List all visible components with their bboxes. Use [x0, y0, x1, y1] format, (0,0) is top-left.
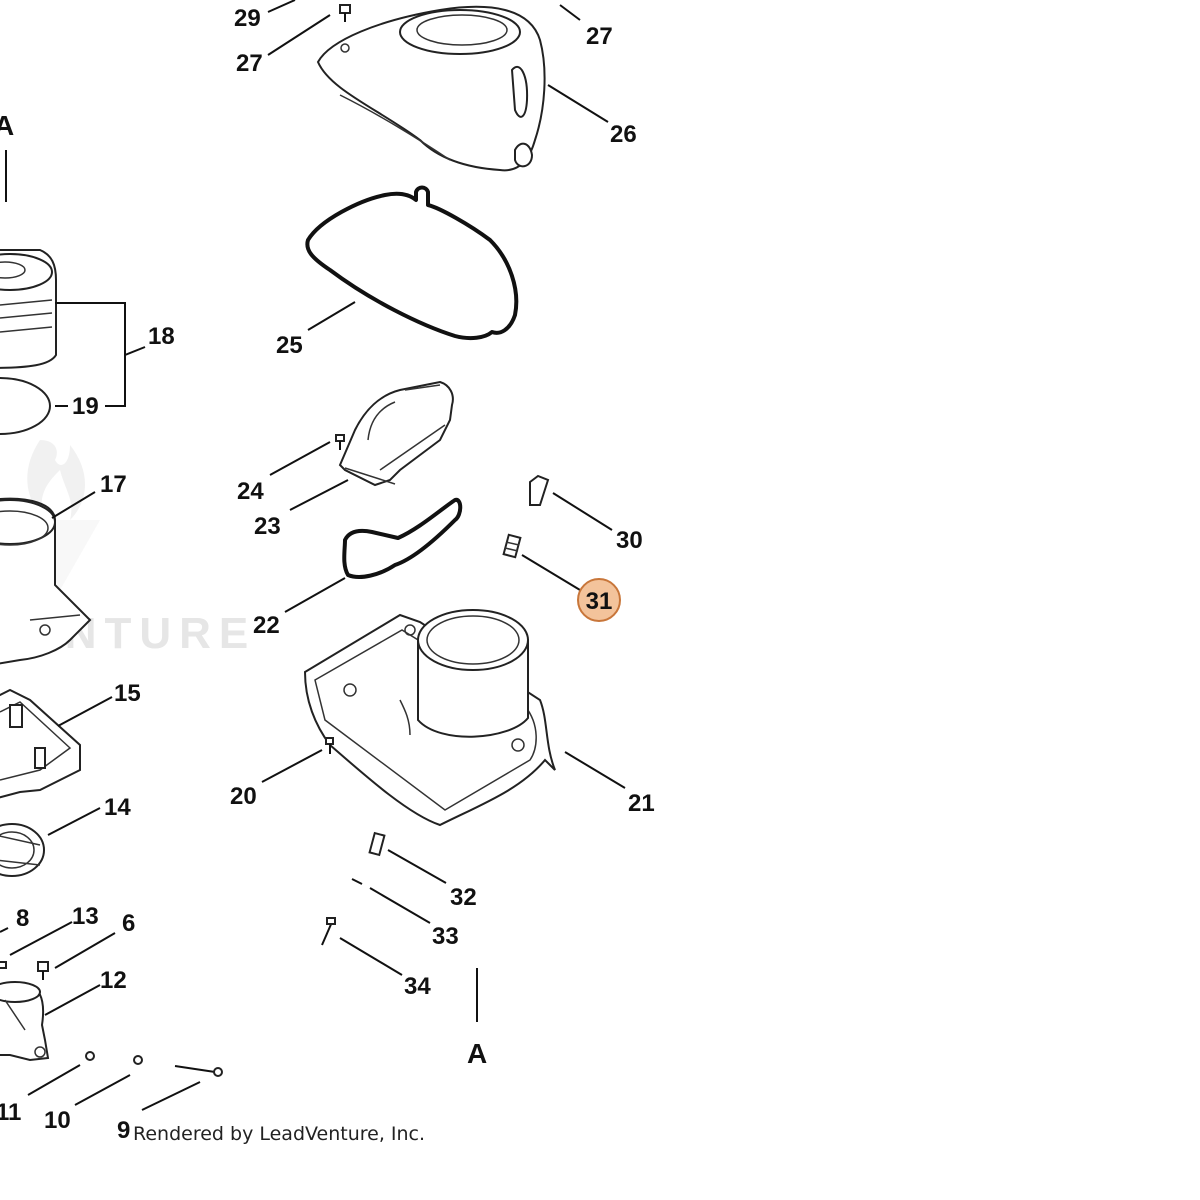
leader-8 [0, 927, 9, 933]
leader-18 [124, 346, 146, 356]
leader-33 [369, 887, 431, 924]
label-21: 21 [628, 790, 655, 817]
credit-text: Rendered by LeadVenture, Inc. [133, 1123, 425, 1145]
label-17: 17 [100, 471, 127, 498]
part-32-pin[interactable] [368, 831, 386, 857]
part-14-ring[interactable] [0, 823, 45, 877]
label-27b: 27 [586, 23, 613, 50]
label-33: 33 [432, 923, 459, 950]
label-31: 31 [586, 588, 613, 615]
part-6-screw[interactable] [37, 961, 49, 980]
part-31-spring[interactable] [502, 533, 522, 559]
label-9: 9 [117, 1117, 130, 1144]
section-marker-bottom: A [467, 1038, 487, 1069]
label-30: 30 [616, 527, 643, 554]
leader-11 [27, 1064, 81, 1096]
part-24-screw[interactable] [335, 434, 345, 450]
leader-27b [559, 4, 581, 21]
leader-21 [564, 751, 626, 789]
leader-25 [307, 301, 356, 331]
leader-34 [339, 937, 403, 976]
label-6: 6 [122, 910, 135, 937]
leader-29 [267, 0, 296, 13]
part-20-screw[interactable] [325, 737, 334, 754]
part-19-disc[interactable] [0, 377, 51, 435]
part-26-top-cover[interactable] [316, 5, 546, 172]
part-10-washer[interactable] [133, 1055, 143, 1065]
leader-6 [54, 932, 116, 969]
part-18-filter-cap[interactable] [0, 249, 57, 369]
part-21-main-housing[interactable] [303, 609, 556, 827]
bracket-18 [55, 302, 126, 407]
label-13: 13 [72, 903, 99, 930]
label-34: 34 [404, 973, 431, 1000]
part-34-bolt[interactable] [321, 917, 336, 946]
label-20: 20 [230, 783, 257, 810]
part-9-bolt[interactable] [174, 1065, 223, 1077]
part-23-housing[interactable] [338, 380, 454, 487]
label-25: 25 [276, 332, 303, 359]
label-24: 24 [237, 478, 264, 505]
part-15-frame[interactable] [0, 688, 81, 800]
leader-12 [44, 984, 101, 1016]
leader-15 [57, 696, 113, 727]
leader-27a [267, 14, 331, 56]
part-30-pin[interactable] [529, 474, 550, 506]
leader-31 [521, 554, 581, 591]
leader-17 [51, 491, 96, 519]
part-17-housing[interactable] [0, 497, 92, 665]
label-10: 10 [44, 1107, 71, 1134]
label-32: 32 [450, 884, 477, 911]
part-12-carb[interactable] [0, 981, 50, 1062]
label-12: 12 [100, 967, 127, 994]
part-25-gasket[interactable] [305, 185, 519, 341]
label-15: 15 [114, 680, 141, 707]
leader-24 [269, 441, 331, 476]
label-18: 18 [148, 323, 175, 350]
label-22: 22 [253, 612, 280, 639]
label-26: 26 [610, 121, 637, 148]
leader-20 [261, 749, 323, 783]
label-23: 23 [254, 513, 281, 540]
part-8-screw[interactable] [0, 961, 7, 969]
label-19: 19 [72, 393, 99, 420]
section-marker-top: A [0, 110, 14, 141]
leader-30 [552, 492, 613, 531]
part-22-gasket[interactable] [342, 497, 463, 579]
leader-23 [289, 479, 349, 511]
leader-22 [284, 577, 346, 613]
label-27a: 27 [236, 50, 263, 77]
part-31-highlight[interactable]: 31 [577, 578, 621, 622]
leader-13 [9, 921, 73, 956]
leader-10 [74, 1074, 131, 1106]
part-29-screw[interactable] [339, 4, 351, 22]
label-29: 29 [234, 5, 261, 32]
part-11-washer[interactable] [85, 1051, 95, 1061]
label-8: 8 [16, 905, 29, 932]
part-33-clip[interactable] [351, 878, 363, 885]
leader-9 [141, 1081, 201, 1111]
leader-32 [387, 849, 447, 884]
label-14: 14 [104, 794, 131, 821]
leader-14 [47, 807, 101, 836]
leader-26 [547, 84, 609, 123]
label-11: 11 [0, 1099, 21, 1126]
